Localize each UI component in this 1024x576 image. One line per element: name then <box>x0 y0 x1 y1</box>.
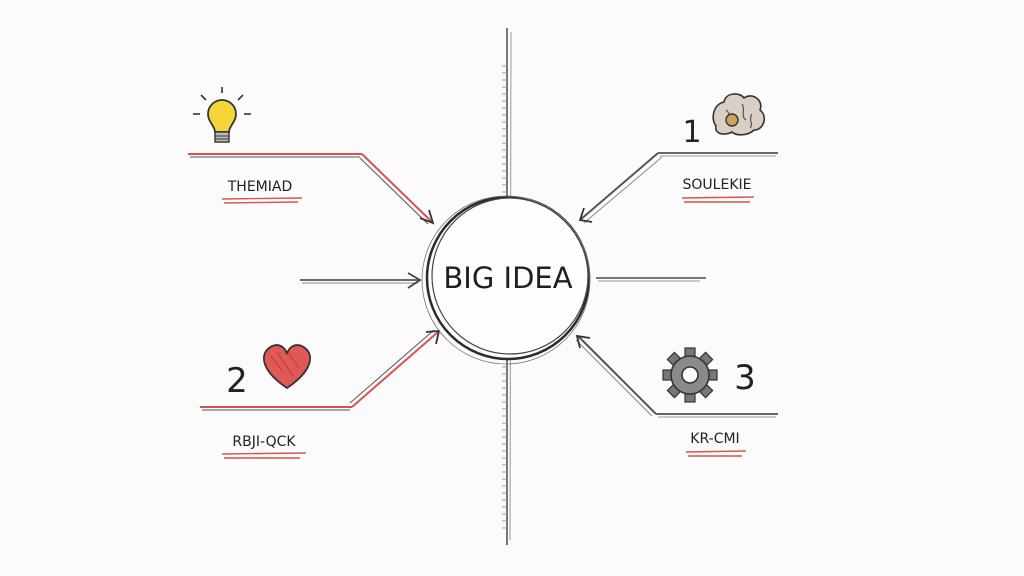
branch-number-2: 2 <box>226 361 248 401</box>
branch-top-right-connector <box>578 152 778 224</box>
gear-icon <box>662 347 718 403</box>
branch-number-3: 3 <box>734 358 756 398</box>
brain-icon <box>712 93 766 136</box>
branch-label-bottom-left: RBJI-QCK <box>232 434 296 450</box>
branch-bottom-left-connector <box>200 329 441 411</box>
branch-label-top-right: SOULEKIE <box>683 177 752 193</box>
label-underline-bottom-left <box>221 452 307 459</box>
lightbulb-icon <box>193 87 251 143</box>
center-label: BIG IDEA <box>443 261 572 295</box>
branch-top-left-connector <box>188 153 435 225</box>
right-spoke-line <box>596 277 706 282</box>
center-node: BIG IDEA <box>421 195 591 365</box>
branch-label-top-left: THEMIAD <box>227 179 293 195</box>
left-spoke-arrow <box>300 272 422 289</box>
label-underline-bottom-right <box>685 450 747 457</box>
branch-number-1: 1 <box>682 115 701 150</box>
heart-icon <box>263 344 311 390</box>
branch-bottom-right-connector <box>575 334 778 418</box>
label-underline-top-left <box>221 197 303 204</box>
branch-label-bottom-right: KR-CMI <box>690 431 739 447</box>
label-underline-top-right <box>681 196 755 203</box>
